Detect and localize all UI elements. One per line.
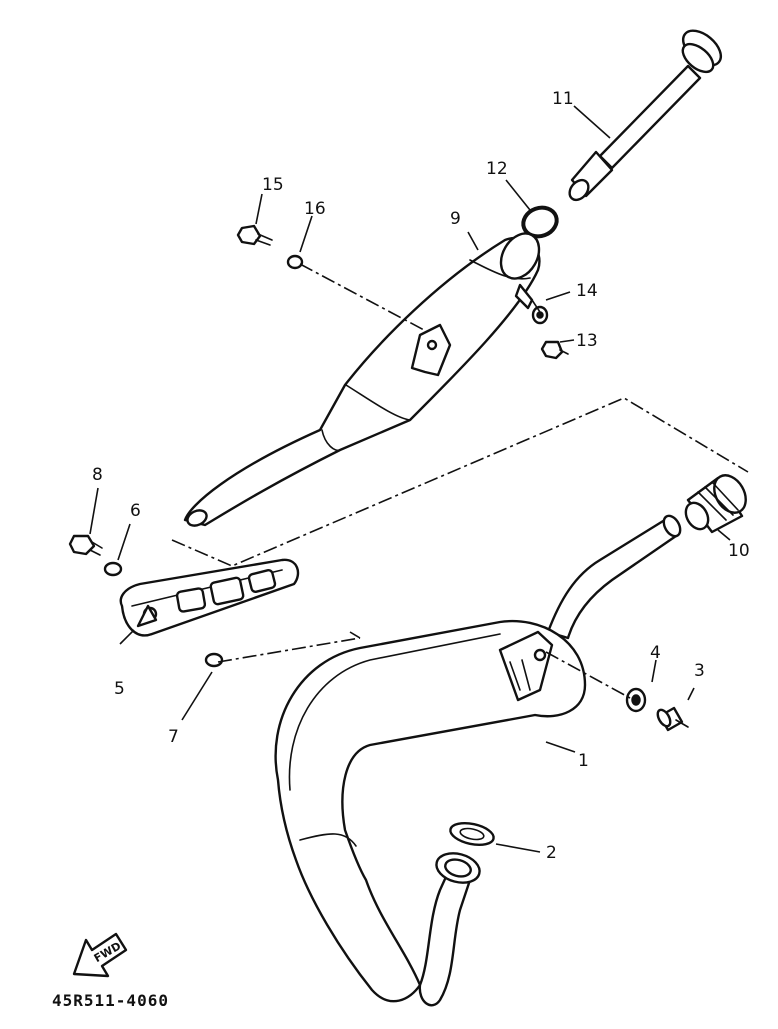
fwd-arrow-icon: FWD (72, 932, 128, 978)
part-6-washer (103, 561, 123, 577)
callout-14: 14 (576, 281, 598, 301)
part-4-nut (625, 687, 647, 713)
part-16-washer (286, 254, 304, 270)
part-8-bolt (68, 534, 103, 556)
callout-8: 8 (92, 465, 103, 485)
part-2-gasket (449, 822, 495, 846)
callout-10: 10 (728, 541, 750, 561)
part-12-o-ring (521, 205, 559, 239)
part-11-tail-pipe (568, 29, 723, 202)
part-15-bolt (236, 224, 273, 246)
part-14-nut (531, 305, 549, 325)
part-7-washer (204, 652, 224, 668)
callout-6: 6 (130, 501, 141, 521)
callout-12: 12 (486, 159, 508, 179)
callout-labels: 1 2 3 4 5 6 7 8 9 10 11 12 13 14 15 16 (92, 89, 750, 863)
callout-1: 1 (578, 751, 589, 771)
part-9-silencer (183, 232, 541, 527)
figure-code: 45R511-4060 (52, 991, 169, 1010)
callout-13: 13 (576, 331, 598, 351)
callout-7: 7 (168, 727, 179, 747)
callout-11: 11 (552, 89, 574, 109)
callout-3: 3 (694, 661, 705, 681)
callout-2: 2 (546, 843, 557, 863)
part-5-protector (119, 558, 300, 637)
part-1-expansion-chamber (274, 514, 682, 1007)
callout-5: 5 (114, 679, 125, 699)
callout-4: 4 (650, 643, 661, 663)
callout-9: 9 (450, 209, 461, 229)
part-10-joint (684, 474, 747, 534)
callout-16: 16 (304, 199, 326, 219)
callout-15: 15 (262, 175, 284, 195)
assembly-lines (171, 263, 749, 699)
part-3-bolt (656, 706, 689, 732)
part-13-bolt (540, 340, 569, 360)
leader-lines (89, 105, 731, 853)
